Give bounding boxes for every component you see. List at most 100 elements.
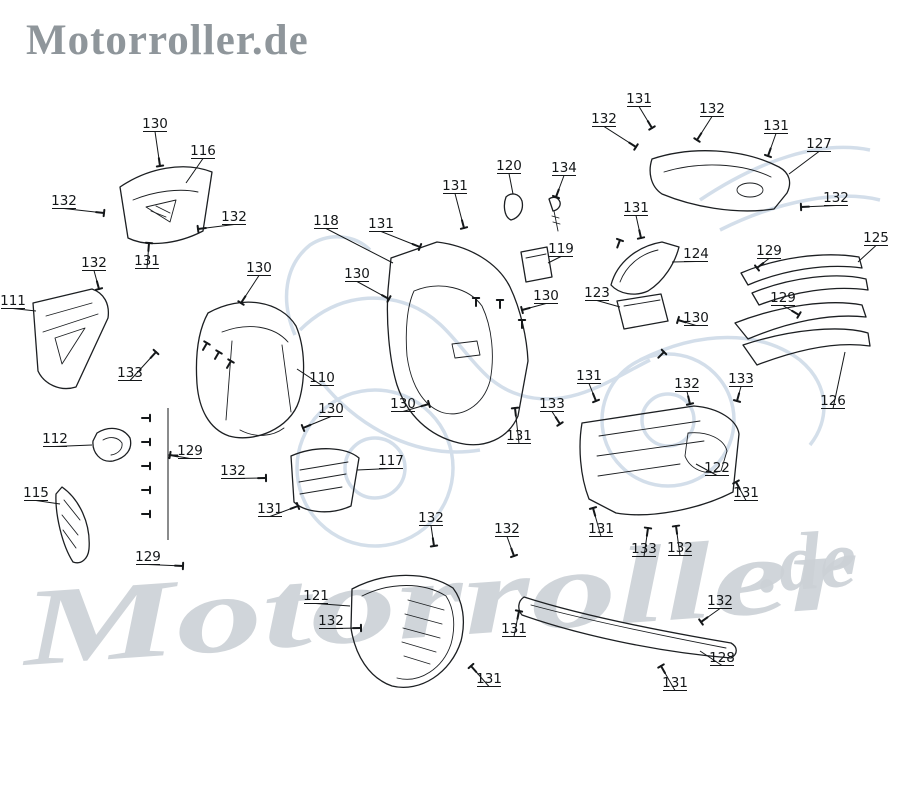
part-callout: 124 [671,246,709,263]
part-number-label: 131 [476,671,502,687]
callout-bracket [167,408,178,540]
screw-icon [636,229,646,240]
part-callout: 133 [117,348,160,381]
part-number-label: 132 [699,101,725,117]
part-callout: 133 [728,371,754,403]
part-number-label: 130 [344,266,370,282]
part-callout: 121 [303,588,351,607]
screw-icon [495,299,505,309]
part-callout: 130 [344,266,392,303]
part-number-label: 132 [418,510,444,526]
part-number-label: 131 [623,200,649,216]
part-number-label: 131 [763,118,789,134]
part-callout: 132 [196,209,247,234]
screw-icon [657,348,668,359]
part-callout: 120 [496,158,522,195]
screw-icon [588,506,598,517]
screw-icon [411,243,423,251]
part-callout: 131 [467,662,502,687]
screw-icon [257,473,268,483]
screw-icon [420,399,431,409]
part-callout: 131 [442,178,469,230]
part-number-label: 118 [313,213,339,229]
screw-icon [429,537,439,548]
part-number-label: 111 [0,293,26,309]
part-callout: 130 [237,260,272,306]
part-number-label: 119 [548,241,574,257]
part-callout: 131 [368,216,423,251]
part-callout: 130 [300,401,344,432]
part-callout: 116 [185,143,216,184]
screw-icon [214,349,223,360]
screw-icon [289,502,301,510]
screw-icon [554,416,564,427]
part-127-drawing [649,150,791,212]
screw-icon [676,315,687,325]
part-callout: 133 [539,396,565,427]
screw-icon [763,147,773,159]
part-116-drawing [119,166,213,245]
part-callout: 118 [313,213,394,264]
part-number-label: 131 [626,91,652,107]
screw-icon [174,561,185,571]
screw-icon [514,609,524,620]
part-number-label: 110 [309,370,335,386]
screw-icon [693,132,703,143]
part-number-label: 132 [318,613,344,629]
part-callout: 129 [135,549,185,571]
part-number-label: 115 [23,485,49,501]
screw-icon [509,547,519,559]
part-134-bolt-drawing [548,196,561,232]
part-number-label: 129 [177,443,203,459]
part-callout: 131 [506,406,532,444]
part-callout: 130 [520,288,559,315]
part-callout: 131 [623,200,649,240]
part-number-label: 112 [42,431,68,447]
screw-icon [141,461,151,471]
part-118-drawing [386,241,529,446]
part-126-drawing [742,328,871,366]
part-number-label: 129 [756,243,782,259]
screw-icon [732,392,742,403]
part-number-label: 131 [588,521,614,537]
part-number-label: 128 [709,650,735,666]
part-number-label: 130 [683,310,709,326]
part-callout: 132 [318,613,363,633]
screw-icon [141,485,151,495]
part-callout: 131 [576,368,602,404]
part-number-label: 116 [190,143,216,159]
part-callout: 129 [754,243,782,272]
screw-icon [300,423,312,432]
screw-icon [698,616,709,626]
part-callout: 119 [547,241,574,264]
screw-icon [552,188,560,200]
part-number-label: 129 [135,549,161,565]
screw-icon [141,509,151,519]
part-number-label: 130 [533,288,559,304]
part-callout: 132 [418,510,444,548]
part-128-drawing [518,596,737,659]
part-callout: 130 [390,396,431,412]
site-logo: Motorroller.de [26,17,309,64]
part-callout: 133 [631,526,657,557]
part-number-label: 120 [496,158,522,174]
part-111-drawing [32,288,110,390]
part-number-label: 131 [134,253,160,269]
screw-icon [671,524,681,535]
part-number-label: 132 [220,463,246,479]
part-callout: 115 [23,485,61,505]
part-callout: 131 [657,663,688,691]
part-callout: 130 [142,116,168,168]
screw-icon [520,305,531,315]
part-callout: 131 [257,501,301,517]
part-callout: 122 [695,460,730,476]
part-callout: 112 [42,431,93,447]
screw-icon [94,280,104,291]
part-number-label: 126 [820,393,846,409]
screw-icon [141,413,151,423]
screw-icon [628,141,639,151]
part-callout: 126 [820,351,846,409]
part-number-label: 132 [51,193,77,209]
